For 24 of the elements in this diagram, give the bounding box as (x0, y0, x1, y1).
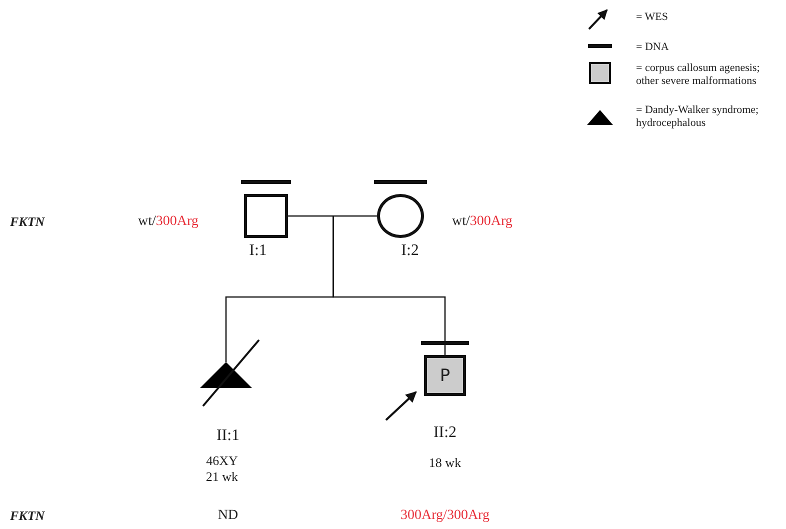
individual-id: II:2 (433, 425, 457, 441)
individual-id: II:1 (216, 428, 240, 444)
legend-text: = Dandy-Walker syndrome; hydrocephalous (636, 104, 760, 130)
pedigree-line (288, 215, 377, 217)
legend-text: = WES (636, 11, 669, 24)
individual-note: 46XY 21 wk (204, 453, 240, 485)
genotype: 300Arg/300Arg (400, 508, 490, 524)
pedigree-line (332, 216, 446, 355)
gene-name: FKTN (10, 214, 45, 230)
genotype: wt/300Arg (138, 214, 198, 230)
individual-note: 18 wk (428, 455, 462, 471)
proband-arrow (385, 391, 417, 421)
genotype: wt/300Arg (452, 214, 512, 230)
individual-id: I:1 (249, 243, 267, 259)
circle-symbol (377, 194, 424, 238)
genotype: ND (218, 508, 238, 524)
gene-name: FKTN (10, 508, 45, 524)
node-label: P (438, 366, 452, 386)
individual-id: I:2 (401, 243, 419, 259)
triangle-symbol (200, 362, 252, 388)
legend-text: = DNA (636, 41, 670, 54)
square-symbol (424, 355, 466, 396)
square-symbol (244, 194, 288, 238)
legend-text: = corpus callosum agenesis; other severe malformations (636, 62, 761, 88)
